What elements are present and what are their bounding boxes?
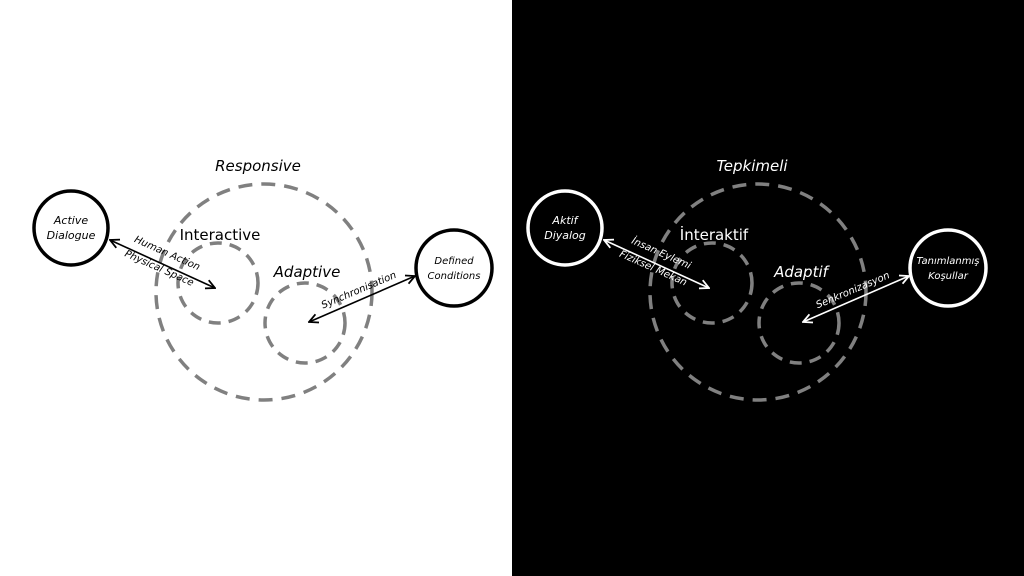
outer-label: Responsive <box>215 157 301 175</box>
right-node-label-2: Conditions <box>428 271 481 282</box>
interactive-label: Interactive <box>180 226 261 244</box>
arrow-right <box>309 276 415 322</box>
arrow-left <box>604 240 709 288</box>
outer-label: Tepkimeli <box>716 157 788 175</box>
right-node-label-1: Defined <box>434 256 474 267</box>
left-node-label-2: Diyalog <box>544 229 586 242</box>
english-diagram-panel: Responsive Interactive Adaptive Active D… <box>32 157 494 402</box>
interactive-label: İnteraktif <box>680 225 749 244</box>
right-node-label-2: Koşullar <box>928 271 969 282</box>
right-node-circle <box>908 228 988 308</box>
right-node-circle <box>414 228 494 308</box>
arrow-left <box>110 240 215 288</box>
turkish-diagram-panel: Tepkimeli İnteraktif Adaptif Aktif Diyal… <box>512 0 1024 576</box>
adaptive-label: Adaptif <box>773 263 831 281</box>
arrow-right <box>803 276 909 322</box>
left-node-label-1: Active <box>53 214 88 227</box>
left-node-label-1: Aktif <box>551 214 579 227</box>
left-node-label-2: Dialogue <box>47 229 96 242</box>
left-node-circle <box>526 189 604 267</box>
right-node-label-1: Tanımlanmış <box>916 256 979 267</box>
left-node-circle <box>32 189 110 267</box>
adaptive-label: Adaptive <box>273 263 341 281</box>
